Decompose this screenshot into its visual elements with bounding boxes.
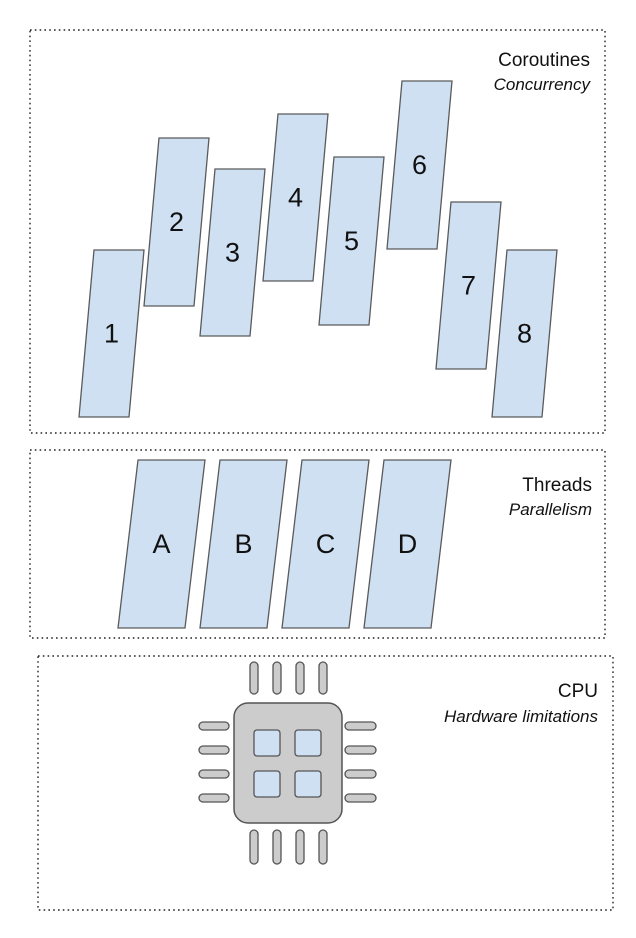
coroutine-task-label: 5 (344, 226, 359, 256)
cpu-pin-left (198, 721, 230, 731)
cpu-pin-right (344, 769, 377, 779)
cpu-pin-top (272, 661, 282, 695)
cpu-pin-top (318, 661, 328, 695)
coroutine-task-2: 2 (143, 137, 210, 307)
coroutine-task-block (318, 156, 385, 326)
coroutine-task-label: 2 (169, 207, 184, 237)
cpu-pin-right (344, 793, 377, 803)
thread-task-block (199, 459, 288, 629)
coroutine-task-label: 8 (517, 319, 532, 349)
coroutine-tasks: 1 2 3 4 5 6 7 8 (78, 80, 558, 418)
cpu-pin-left (198, 793, 230, 803)
cpu-chip-body (233, 702, 343, 824)
cpu-pin-top (249, 661, 259, 695)
cpu-panel-border (37, 655, 614, 911)
coroutine-task-label: 6 (412, 150, 427, 180)
cpu-core (294, 770, 322, 798)
coroutine-task-block (491, 249, 558, 418)
cpu-pin-left (198, 769, 230, 779)
threads-panel: A B C D Threads Parallelism (29, 449, 606, 639)
cpu-pin-right (344, 745, 377, 755)
coroutines-title: Coroutines (498, 50, 590, 71)
coroutine-task-label: 1 (104, 319, 119, 349)
coroutine-task-block (143, 137, 210, 307)
thread-task-label: A (152, 529, 170, 559)
cpu-core (294, 729, 322, 757)
coroutines-subtitle: Concurrency (494, 75, 592, 94)
cpu-pin-bottom (295, 829, 305, 865)
coroutine-task-label: 3 (225, 238, 240, 268)
coroutine-task-4: 4 (262, 113, 329, 282)
coroutine-task-label: 7 (461, 271, 476, 301)
cpu-pin-bottom (249, 829, 259, 865)
coroutine-task-block (262, 113, 329, 282)
thread-task-block (117, 459, 206, 629)
cpu-pin-left (198, 745, 230, 755)
cpu-core (253, 729, 281, 757)
cpu-panel: CPU Hardware limitations (37, 655, 614, 911)
coroutine-task-block (435, 201, 502, 370)
cpu-core (253, 770, 281, 798)
cpu-pin-bottom (272, 829, 282, 865)
threads-subtitle: Parallelism (509, 500, 592, 519)
thread-task-d: D (363, 459, 452, 629)
coroutine-task-block (386, 80, 453, 250)
cpu-title: CPU (558, 681, 598, 702)
cpu-pin-bottom (318, 829, 328, 865)
thread-task-b: B (199, 459, 288, 629)
coroutine-task-6: 6 (386, 80, 453, 250)
cpu-subtitle: Hardware limitations (444, 707, 598, 726)
thread-task-a: A (117, 459, 206, 629)
coroutine-task-3: 3 (199, 168, 266, 337)
cpu-pin-top (295, 661, 305, 695)
coroutine-task-block (78, 249, 145, 418)
thread-task-label: C (316, 529, 336, 559)
cpu-chip-icon (198, 661, 377, 865)
coroutine-task-8: 8 (491, 249, 558, 418)
coroutine-task-label: 4 (288, 183, 303, 213)
thread-task-block (281, 459, 370, 629)
threads-title: Threads (522, 475, 592, 496)
coroutine-task-5: 5 (318, 156, 385, 326)
thread-task-c: C (281, 459, 370, 629)
coroutines-panel: 1 2 3 4 5 6 7 8 Coroutines Concurrency (29, 29, 606, 434)
cpu-pin-right (344, 721, 377, 731)
thread-task-block (363, 459, 452, 629)
thread-task-label: D (398, 529, 418, 559)
coroutine-task-7: 7 (435, 201, 502, 370)
thread-tasks: A B C D (117, 459, 452, 629)
thread-task-label: B (234, 529, 252, 559)
coroutine-task-1: 1 (78, 249, 145, 418)
coroutine-task-block (199, 168, 266, 337)
threads-panel-border (29, 449, 606, 639)
